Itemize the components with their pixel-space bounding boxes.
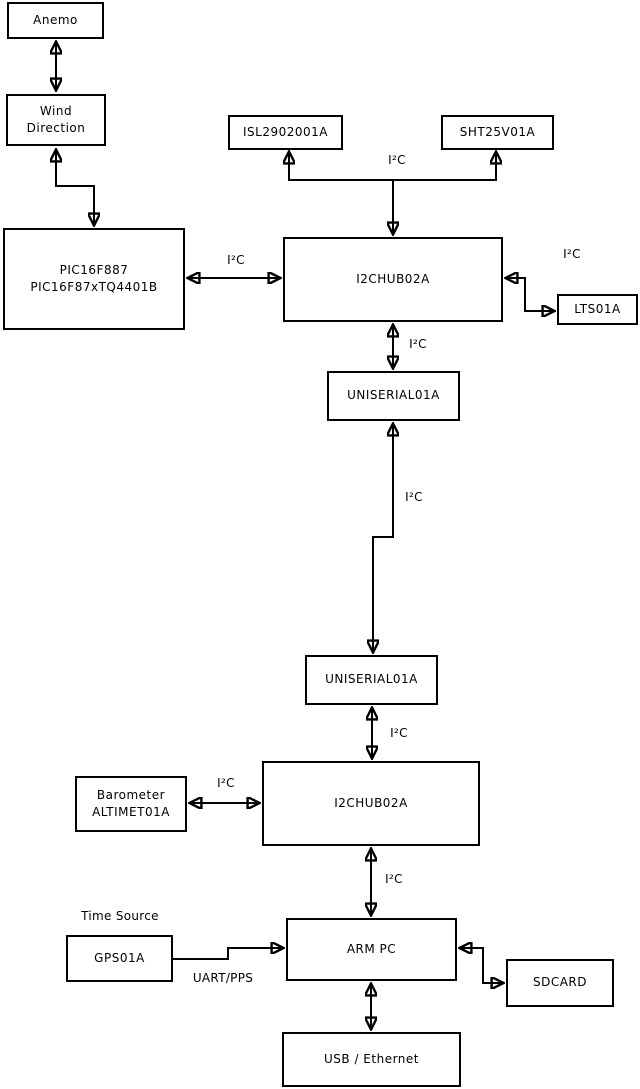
edge-label-i2c-pic-hub1: I²C <box>227 253 245 267</box>
node-sht25v01a-label: SHT25V01A <box>459 124 536 139</box>
edge-label-i2c-tee: I²C <box>388 153 406 167</box>
node-sht25v01a: SHT25V01A <box>441 115 554 150</box>
edge-armpc-sdcard <box>460 948 503 983</box>
node-arm-pc-label: ARM PC <box>346 941 397 956</box>
node-pic-label: PIC16F887 PIC16F87xTQ4401B <box>30 262 158 294</box>
node-uniserial01a-lower: UNISERIAL01A <box>305 655 438 705</box>
node-barometer-label: Barometer ALTIMET01A <box>92 787 170 819</box>
node-pic: PIC16F887 PIC16F87xTQ4401B <box>3 228 185 330</box>
edge-label-i2c-hub1-lts: I²C <box>563 247 581 261</box>
edge-label-i2c-barometer-hub2: I²C <box>217 776 235 790</box>
node-anemo: Anemo <box>7 2 104 39</box>
node-gps01a-label: GPS01A <box>94 950 145 965</box>
edge-label-uart-pps: UART/PPS <box>192 971 254 985</box>
node-wind-direction-label: Wind Direction <box>26 103 86 135</box>
node-isl2902001a-label: ISL2902001A <box>243 124 328 139</box>
node-barometer: Barometer ALTIMET01A <box>75 776 187 832</box>
node-uniserial01a-upper-label: UNISERIAL01A <box>347 388 440 403</box>
node-sdcard-label: SDCARD <box>532 975 588 990</box>
node-arm-pc: ARM PC <box>286 918 457 981</box>
node-uniserial01a-upper: UNISERIAL01A <box>327 371 460 421</box>
node-lts01a: LTS01A <box>557 294 638 325</box>
node-usb-ethernet-label: USB / Ethernet <box>324 1051 419 1066</box>
edge-uniserial1-uniserial2 <box>373 424 393 652</box>
node-i2chub02a-upper-label: I2CHUB02A <box>356 271 430 286</box>
edge-label-time-source: Time Source <box>81 909 159 923</box>
edge-gps-armpc <box>173 948 283 960</box>
node-i2chub02a-lower: I2CHUB02A <box>262 761 480 846</box>
edge-hub1-lts <box>506 278 554 311</box>
edge-label-i2c-hub1-uniserial1: I²C <box>409 337 427 351</box>
node-anemo-label: Anemo <box>33 12 78 27</box>
node-usb-ethernet: USB / Ethernet <box>282 1032 461 1087</box>
edge-label-i2c-uniserial1-uniserial2: I²C <box>405 490 423 504</box>
node-wind-direction: Wind Direction <box>6 94 106 146</box>
edge-label-i2c-uniserial2-hub2: I²C <box>390 726 408 740</box>
node-isl2902001a: ISL2902001A <box>228 115 343 150</box>
edge-label-i2c-hub2-armpc: I²C <box>385 872 403 886</box>
node-i2chub02a-upper: I2CHUB02A <box>283 237 503 322</box>
node-i2chub02a-lower-label: I2CHUB02A <box>334 795 408 810</box>
node-gps01a: GPS01A <box>66 935 173 982</box>
edge-wind-pic <box>56 150 94 225</box>
node-lts01a-label: LTS01A <box>574 301 621 316</box>
node-uniserial01a-lower-label: UNISERIAL01A <box>325 672 418 687</box>
node-sdcard: SDCARD <box>506 959 614 1007</box>
